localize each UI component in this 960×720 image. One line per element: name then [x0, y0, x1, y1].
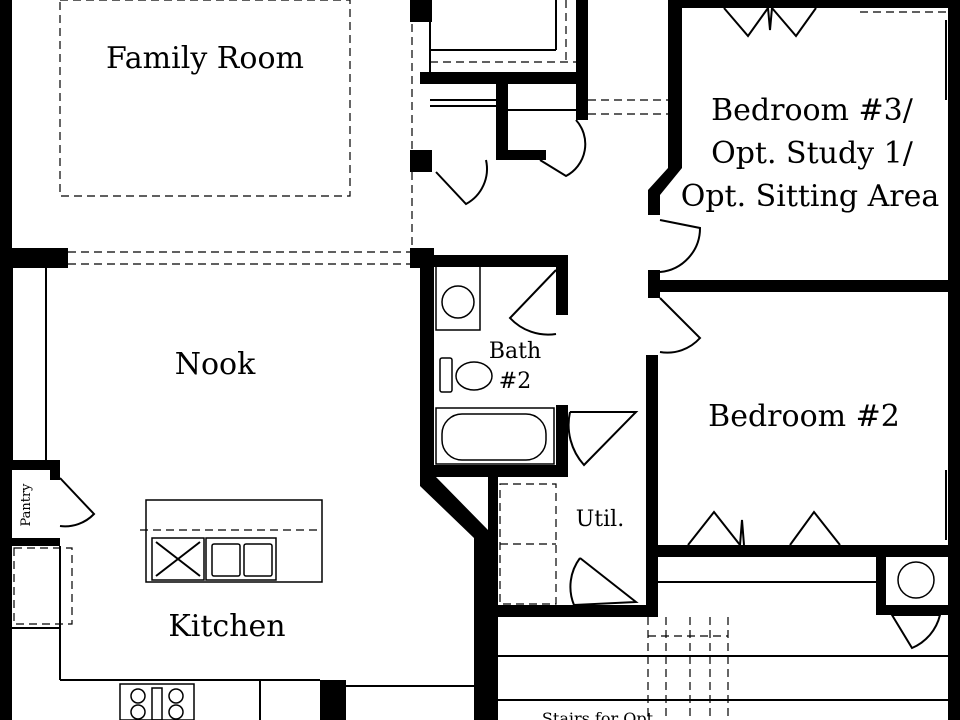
wall-bath-bottom [420, 465, 568, 477]
label-pantry: Pantry [19, 483, 34, 527]
wall-closet-bottom [496, 150, 546, 160]
wall-right-exterior [948, 0, 960, 720]
label-family-room: Family Room [106, 41, 304, 76]
wall-bed3-bottom [648, 280, 960, 292]
wall-linen-left [876, 555, 886, 615]
wall-angled-hall [420, 477, 488, 720]
doors [59, 7, 942, 650]
wall-bath-right [556, 255, 568, 315]
label-bedroom3-line2: Opt. Study 1/ [711, 136, 914, 171]
wall-center-upper [410, 0, 432, 22]
label-bedroom3-line3: Opt. Sitting Area [681, 179, 940, 214]
room-labels: Family Room Bedroom #3/ Opt. Study 1/ Op… [19, 41, 939, 720]
wall-bath-top [420, 255, 566, 267]
wall-closet-right [576, 0, 588, 120]
burner-icon [168, 704, 184, 720]
wall-center-mid [410, 150, 432, 172]
label-util: Util. [576, 507, 624, 532]
wall-nook-right [420, 255, 434, 485]
wall-left-exterior [0, 0, 12, 720]
water-heater-icon [897, 561, 935, 599]
fixtures [119, 265, 935, 720]
wall-bath-right-lower [556, 405, 568, 475]
wall-bed2-bottom [646, 545, 960, 557]
wall-pantry-bottom [0, 538, 60, 546]
label-nook: Nook [175, 347, 256, 382]
label-bedroom2: Bedroom #2 [708, 399, 900, 434]
label-kitchen: Kitchen [168, 609, 285, 644]
bath-vanity [435, 265, 481, 331]
dashed-lines [13, 0, 948, 720]
wall-stairs-left [488, 612, 498, 720]
thin-lines [11, 0, 948, 720]
bath-sink-icon [441, 285, 475, 319]
wall-bed3-angle [648, 168, 682, 215]
wall-family-nook [0, 248, 68, 268]
label-bedroom3-line1: Bedroom #3/ [711, 93, 914, 128]
wall-bed2-left [646, 355, 658, 617]
kitchen-sink-icon [205, 537, 277, 581]
burner-icon [168, 688, 184, 704]
dishwasher-icon [151, 537, 205, 581]
wall-util-left [488, 477, 498, 607]
wall-bed3-left-upper [668, 0, 682, 168]
wall-util-bottom [488, 605, 648, 617]
kitchen-island [145, 499, 323, 583]
burner-icon [130, 688, 146, 704]
wall-linen-bottom [876, 605, 960, 615]
cooktop [119, 683, 195, 720]
label-stairs: Stairs for Opt. [542, 709, 658, 720]
toilet-bowl-icon [455, 361, 493, 391]
bathtub [435, 407, 555, 465]
wall-pantry-right [50, 460, 60, 480]
label-bath-line1: Bath [489, 339, 541, 364]
bathtub-basin-icon [441, 413, 547, 461]
toilet-tank-icon [439, 357, 453, 393]
wall-kitchen-bottom [320, 680, 346, 720]
label-bath-line2: #2 [499, 369, 531, 394]
wall-pantry-top [0, 460, 60, 470]
burner-icon [130, 704, 146, 720]
wall-bed3-top [668, 0, 960, 8]
